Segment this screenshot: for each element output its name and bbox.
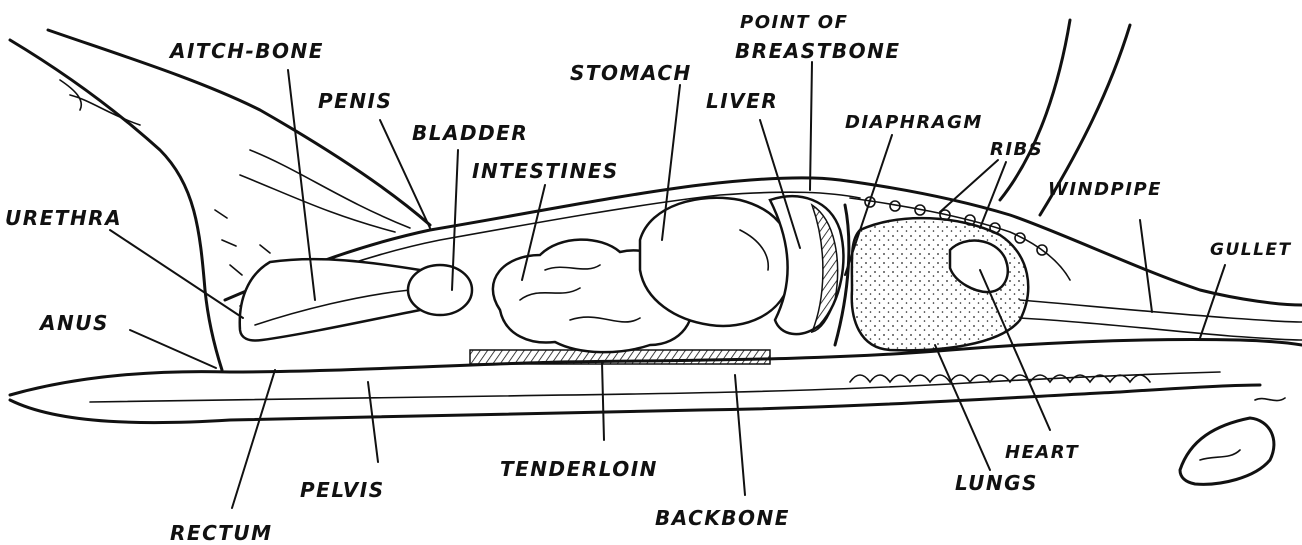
label-urethra: URETHRA xyxy=(5,206,122,230)
leader-tenderloin xyxy=(602,362,604,440)
leader-gullet xyxy=(1200,265,1225,338)
label-aitch-bone: AITCH-BONE xyxy=(168,39,324,63)
label-point-of: POINT OF xyxy=(740,12,848,33)
head-shape xyxy=(1180,398,1285,484)
leader-windpipe xyxy=(1140,220,1152,312)
label-anus: ANUS xyxy=(38,311,109,335)
label-diaphragm: DIAPHRAGM xyxy=(845,112,983,133)
leader-pelvis xyxy=(368,382,378,462)
label-stomach: STOMACH xyxy=(570,61,692,85)
label-liver: LIVER xyxy=(706,89,778,113)
leader-urethra xyxy=(110,230,243,318)
label-pelvis: PELVIS xyxy=(300,478,385,502)
label-gullet: GULLET xyxy=(1210,240,1292,260)
label-tenderloin: TENDERLOIN xyxy=(500,457,658,481)
label-heart: HEART xyxy=(1005,442,1079,463)
label-intestines: INTESTINES xyxy=(472,159,619,183)
label-breastbone: BREASTBONE xyxy=(735,39,900,63)
leader-backbone xyxy=(735,375,745,495)
label-lungs: LUNGS xyxy=(955,471,1038,495)
leader-anus xyxy=(130,330,216,368)
label-windpipe: WINDPIPE xyxy=(1048,179,1162,200)
leader-rectum xyxy=(232,370,275,508)
label-rectum: RECTUM xyxy=(170,521,273,545)
label-backbone: BACKBONE xyxy=(655,506,790,530)
stomach-shape xyxy=(640,198,793,326)
bladder-shape xyxy=(408,265,472,315)
leader-breastbone xyxy=(810,62,812,190)
label-penis: PENIS xyxy=(318,89,392,113)
label-ribs: RIBS xyxy=(990,139,1043,160)
label-bladder: BLADDER xyxy=(412,121,528,145)
leader-lungs xyxy=(935,345,990,470)
